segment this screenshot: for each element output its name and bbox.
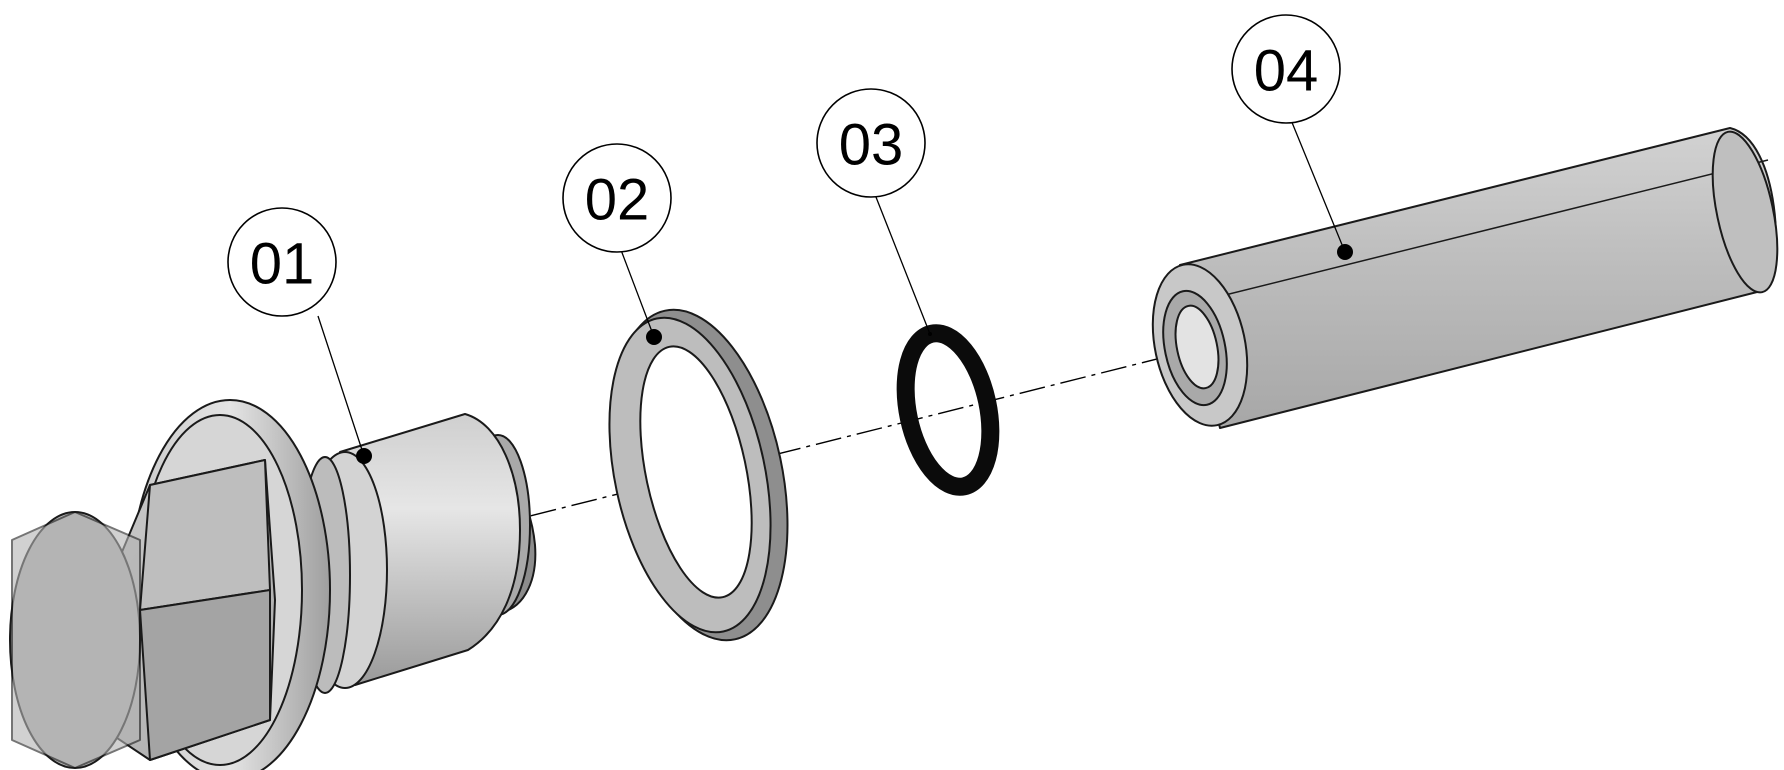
callout-02: 02 xyxy=(562,143,672,253)
callout-03: 03 xyxy=(816,88,926,198)
part-03-oring xyxy=(896,324,1000,496)
leader-line-03 xyxy=(873,191,931,335)
leader-dot-03 xyxy=(928,332,932,336)
callout-04: 04 xyxy=(1231,14,1341,124)
callout-02-label: 02 xyxy=(585,168,650,233)
leader-dot-04 xyxy=(1337,244,1353,260)
leader-line-01 xyxy=(317,315,365,457)
leader-line-02 xyxy=(620,249,655,338)
callout-03-label: 03 xyxy=(839,113,904,178)
part-02-washer xyxy=(608,308,789,642)
callout-04-label: 04 xyxy=(1254,39,1319,104)
leader-dot-02 xyxy=(646,329,662,345)
leader-line-04 xyxy=(1290,119,1346,253)
part-04-tube xyxy=(1151,127,1779,429)
callout-01-label: 01 xyxy=(250,232,315,297)
center-axis-line xyxy=(489,351,1186,527)
leader-dot-01 xyxy=(356,448,372,464)
part-01-hex-plug xyxy=(9,399,537,770)
callout-01: 01 xyxy=(227,207,337,317)
